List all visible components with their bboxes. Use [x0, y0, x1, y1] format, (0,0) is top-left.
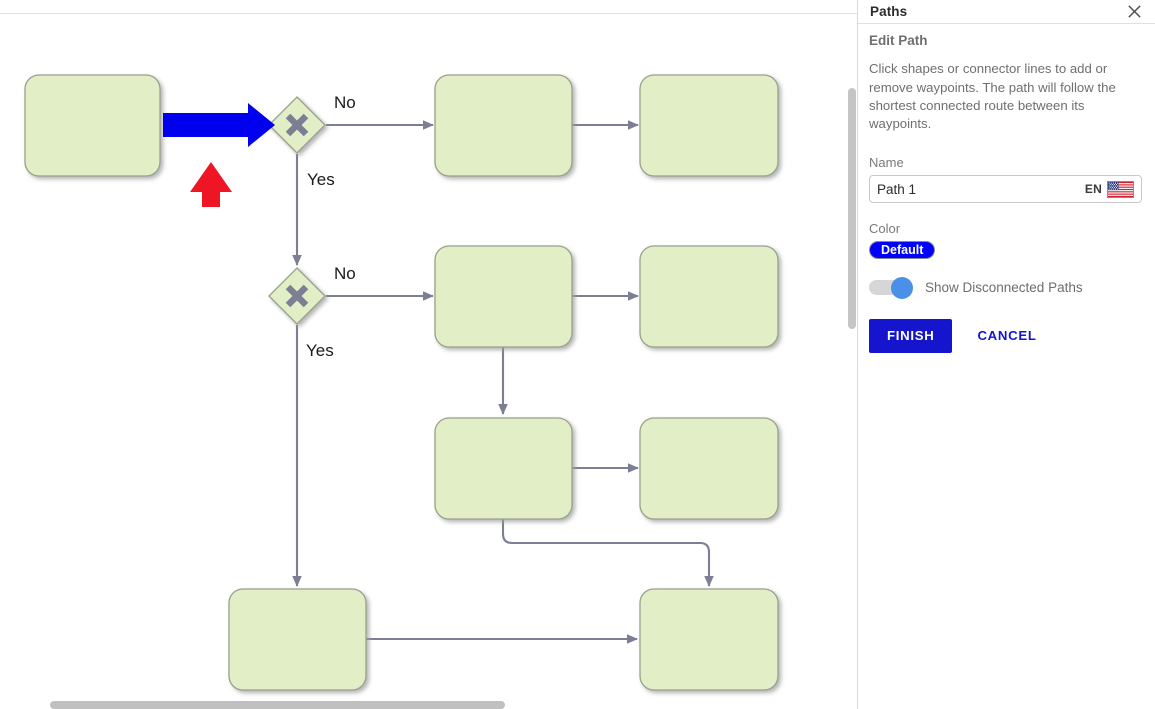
cancel-button[interactable]: CANCEL — [975, 319, 1038, 352]
task-r4-c1 — [228, 588, 367, 691]
pointer-arrow-icon — [190, 162, 232, 207]
us-flag-icon[interactable] — [1107, 180, 1134, 198]
finish-button[interactable]: FINISH — [869, 319, 953, 353]
task-r2-c2 — [434, 245, 573, 348]
task-r3-c3 — [639, 417, 779, 520]
section-title: Edit Path — [869, 33, 928, 48]
name-input[interactable] — [877, 181, 1085, 197]
task-r4-c3 — [639, 588, 779, 691]
gateway-2-cross-icon — [285, 284, 309, 308]
gateway-1-cross-icon — [285, 113, 309, 137]
edge-label-gw2-no: No — [334, 264, 356, 283]
task-r1-c2 — [434, 74, 573, 177]
connectors — [292, 120, 714, 644]
close-icon[interactable] — [1123, 1, 1145, 23]
task-r1-c3 — [639, 74, 779, 177]
help-text: Click shapes or connector lines to add o… — [869, 61, 1116, 132]
connector-r3c2-to-r4c3 — [501, 519, 714, 587]
toggle-knob — [891, 276, 913, 299]
show-disconnected-paths-label: Show Disconnected Paths — [925, 280, 1083, 296]
language-code-label: EN — [1084, 182, 1102, 197]
panel-actions: FINISH CANCEL — [869, 319, 1142, 353]
highlighted-path-segment — [163, 103, 275, 147]
canvas-vertical-scroll-thumb[interactable] — [848, 88, 856, 329]
canvas-horizontal-scroll-thumb[interactable] — [50, 701, 505, 709]
task-r3-c2 — [434, 417, 573, 520]
canvas-panel-divider — [857, 0, 858, 709]
task-shapes — [24, 74, 779, 691]
flow-diagram: No Yes No Yes — [24, 74, 779, 691]
task-start — [24, 74, 161, 177]
name-field-wrapper[interactable]: EN — [869, 175, 1142, 204]
edge-labels: No Yes No Yes — [306, 93, 356, 360]
diagram-canvas[interactable]: No Yes No Yes — [0, 0, 858, 709]
show-disconnected-paths-toggle[interactable] — [869, 276, 913, 299]
show-disconnected-paths-row[interactable]: Show Disconnected Paths — [869, 276, 1142, 299]
canvas-vertical-scrollbar[interactable] — [845, 14, 858, 694]
color-field-label: Color — [869, 221, 901, 237]
panel-title: Paths — [870, 3, 908, 19]
edge-label-gw1-yes: Yes — [307, 170, 335, 189]
panel-header: Paths — [858, 0, 1155, 24]
edge-label-gw1-no: No — [334, 93, 356, 112]
canvas-top-divider — [0, 13, 858, 14]
task-r2-c3 — [639, 245, 779, 348]
color-chip-default[interactable]: Default — [869, 241, 936, 260]
canvas-horizontal-scrollbar[interactable] — [0, 696, 845, 709]
name-field-label: Name — [869, 154, 904, 170]
paths-panel: Paths Edit Path Click shapes or connecto… — [858, 0, 1155, 709]
edge-label-gw2-yes: Yes — [306, 341, 334, 360]
panel-body: Edit Path Click shapes or connector line… — [858, 24, 1155, 353]
